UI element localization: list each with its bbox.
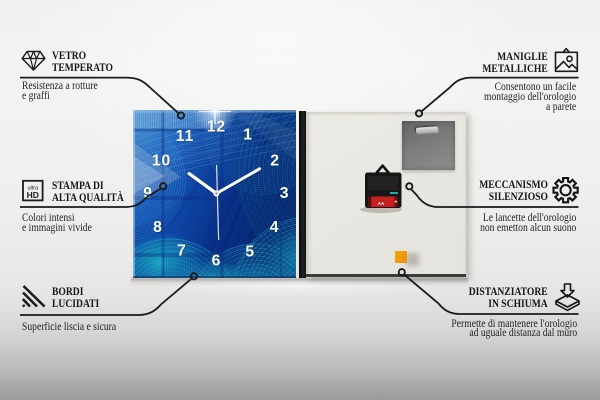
svg-text:10: 10 — [153, 153, 172, 170]
svg-text:2: 2 — [271, 153, 281, 170]
svg-text:12: 12 — [208, 119, 227, 136]
svg-text:1: 1 — [244, 127, 254, 144]
svg-text:8: 8 — [154, 219, 164, 236]
svg-text:7: 7 — [177, 242, 187, 259]
svg-text:7: 7 — [178, 243, 188, 260]
svg-text:5: 5 — [246, 244, 256, 261]
svg-text:12: 12 — [207, 119, 226, 136]
svg-text:HD: HD — [27, 190, 39, 200]
svg-text:10: 10 — [152, 152, 171, 169]
svg-text:AA: AA — [378, 201, 385, 206]
svg-text:5: 5 — [245, 244, 255, 261]
svg-text:9: 9 — [143, 185, 153, 202]
svg-text:9: 9 — [144, 186, 154, 203]
svg-text:4: 4 — [270, 219, 280, 236]
svg-text:+: + — [394, 200, 397, 206]
svg-text:3: 3 — [280, 185, 290, 202]
svg-text:1: 1 — [243, 127, 253, 144]
svg-text:6: 6 — [212, 253, 222, 270]
svg-text:3: 3 — [280, 186, 290, 203]
svg-text:8: 8 — [153, 219, 163, 236]
svg-text:ultra: ultra — [27, 185, 39, 191]
svg-text:2: 2 — [270, 152, 280, 169]
svg-text:6: 6 — [212, 253, 222, 270]
svg-text:11: 11 — [176, 129, 194, 146]
svg-text:11: 11 — [176, 128, 194, 145]
svg-text:4: 4 — [270, 219, 280, 236]
